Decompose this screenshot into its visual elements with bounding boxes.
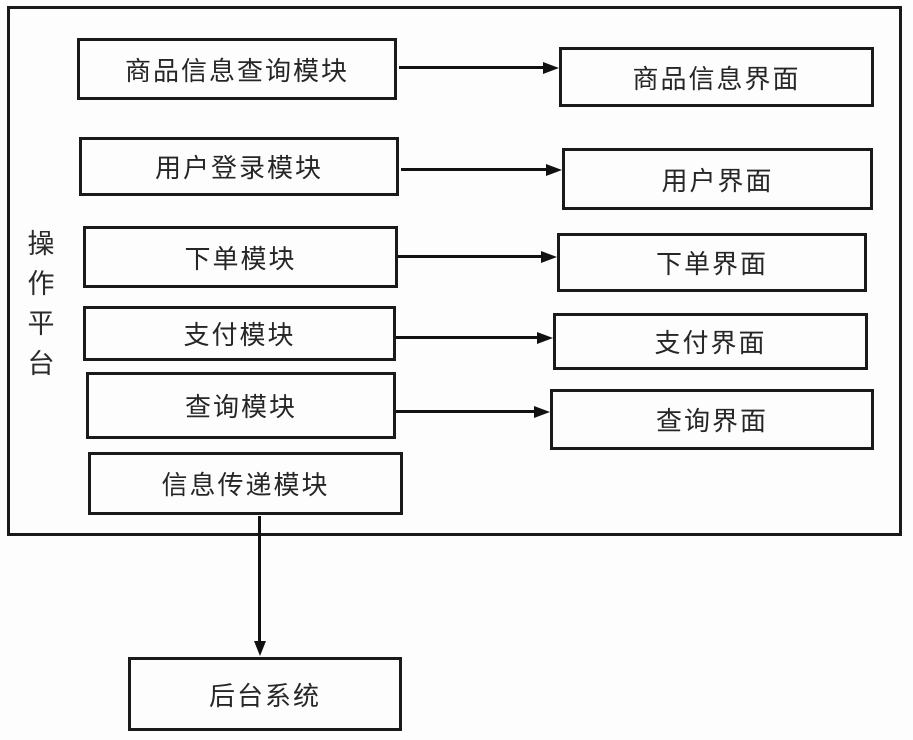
arrow-product-info-query-to-interface — [399, 66, 543, 69]
node-user-login-module: 用户登录模块 — [79, 137, 399, 196]
node-label: 商品信息界面 — [632, 64, 801, 94]
node-label: 用户登录模块 — [154, 154, 323, 183]
node-query-module: 查询模块 — [86, 372, 396, 439]
node-product-info-interface: 商品信息界面 — [559, 47, 874, 107]
node-order-interface: 下单界面 — [557, 233, 867, 292]
node-label: 查询模块 — [184, 393, 297, 422]
node-label: 信息传递模块 — [161, 471, 330, 500]
node-label: 支付模块 — [183, 321, 296, 350]
platform-label-char: 操 — [27, 229, 55, 259]
platform-label-char: 作 — [27, 269, 55, 299]
node-label: 支付界面 — [654, 329, 767, 358]
node-order-module: 下单模块 — [83, 226, 398, 288]
node-payment-interface: 支付界面 — [553, 313, 868, 370]
node-product-info-query-module: 商品信息查询模块 — [77, 38, 397, 100]
node-backend-system: 后台系统 — [128, 657, 402, 731]
arrow-order-to-interface — [398, 255, 541, 258]
platform-label-char: 平 — [27, 309, 55, 339]
arrow-info-transfer-to-backend — [258, 516, 261, 641]
arrow-user-login-to-interface — [401, 168, 546, 171]
node-label: 下单界面 — [655, 250, 768, 279]
node-label: 用户界面 — [661, 166, 774, 196]
node-query-interface: 查询界面 — [550, 389, 874, 450]
arrow-payment-to-interface — [396, 336, 537, 339]
node-user-interface: 用户界面 — [562, 148, 873, 210]
platform-boundary-box — [7, 6, 902, 536]
node-label: 下单模块 — [184, 244, 297, 274]
platform-label: 操 作 平 台 — [24, 231, 58, 378]
node-info-transfer-module: 信息传递模块 — [88, 452, 403, 515]
node-label: 商品信息查询模块 — [124, 56, 349, 86]
arrow-query-to-interface — [396, 410, 534, 413]
node-label: 后台系统 — [208, 681, 321, 711]
node-label: 查询界面 — [655, 407, 768, 436]
node-payment-module: 支付模块 — [83, 306, 396, 361]
platform-label-char: 台 — [27, 349, 55, 379]
